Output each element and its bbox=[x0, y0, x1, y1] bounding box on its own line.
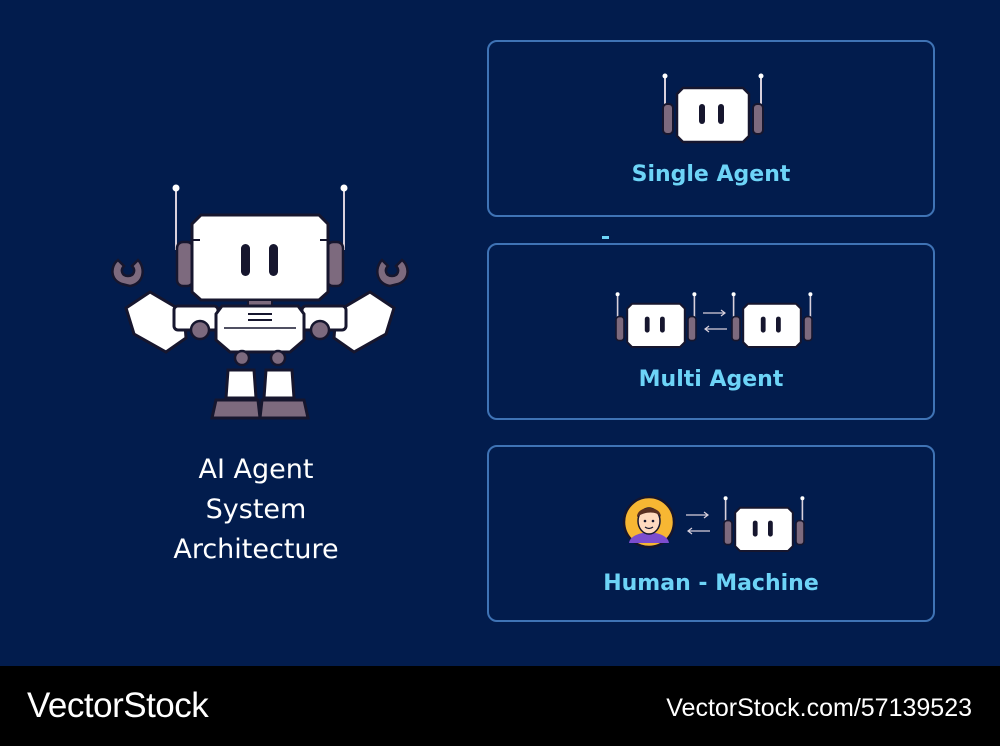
separator-mark bbox=[602, 236, 609, 239]
robot-head-icon bbox=[722, 495, 806, 553]
robot-head-icon bbox=[730, 291, 814, 349]
title-line-2: System bbox=[205, 494, 307, 525]
multi-agent-icons bbox=[614, 291, 814, 349]
robot-head-icon bbox=[661, 72, 765, 144]
diagram-title: AI Agent System Architecture bbox=[110, 450, 402, 570]
card-label-multi-agent: Multi Agent bbox=[638, 367, 784, 392]
watermark-bar: VectorStock VectorStock.com/57139523 bbox=[0, 666, 1000, 746]
human-avatar-icon bbox=[622, 495, 676, 549]
card-human-machine: Human - Machine bbox=[487, 445, 935, 622]
robot-head-icon bbox=[614, 291, 698, 349]
card-single-agent: Single Agent bbox=[487, 40, 935, 217]
title-line-1: AI Agent bbox=[198, 454, 314, 485]
diagram-canvas: AI Agent System Architecture Single Agen… bbox=[110, 40, 935, 622]
watermark-brand: VectorStock bbox=[27, 686, 209, 725]
exchange-arrows-icon bbox=[702, 309, 728, 333]
exchange-arrows-icon bbox=[685, 511, 711, 535]
robot-mascot-icon bbox=[111, 184, 409, 420]
watermark-reference: VectorStock.com/57139523 bbox=[666, 694, 972, 722]
card-label-human-machine: Human - Machine bbox=[603, 571, 819, 596]
card-label-single-agent: Single Agent bbox=[631, 162, 791, 187]
card-multi-agent: Multi Agent bbox=[487, 243, 935, 420]
title-line-3: Architecture bbox=[173, 534, 339, 565]
human-machine-icons bbox=[622, 495, 806, 553]
